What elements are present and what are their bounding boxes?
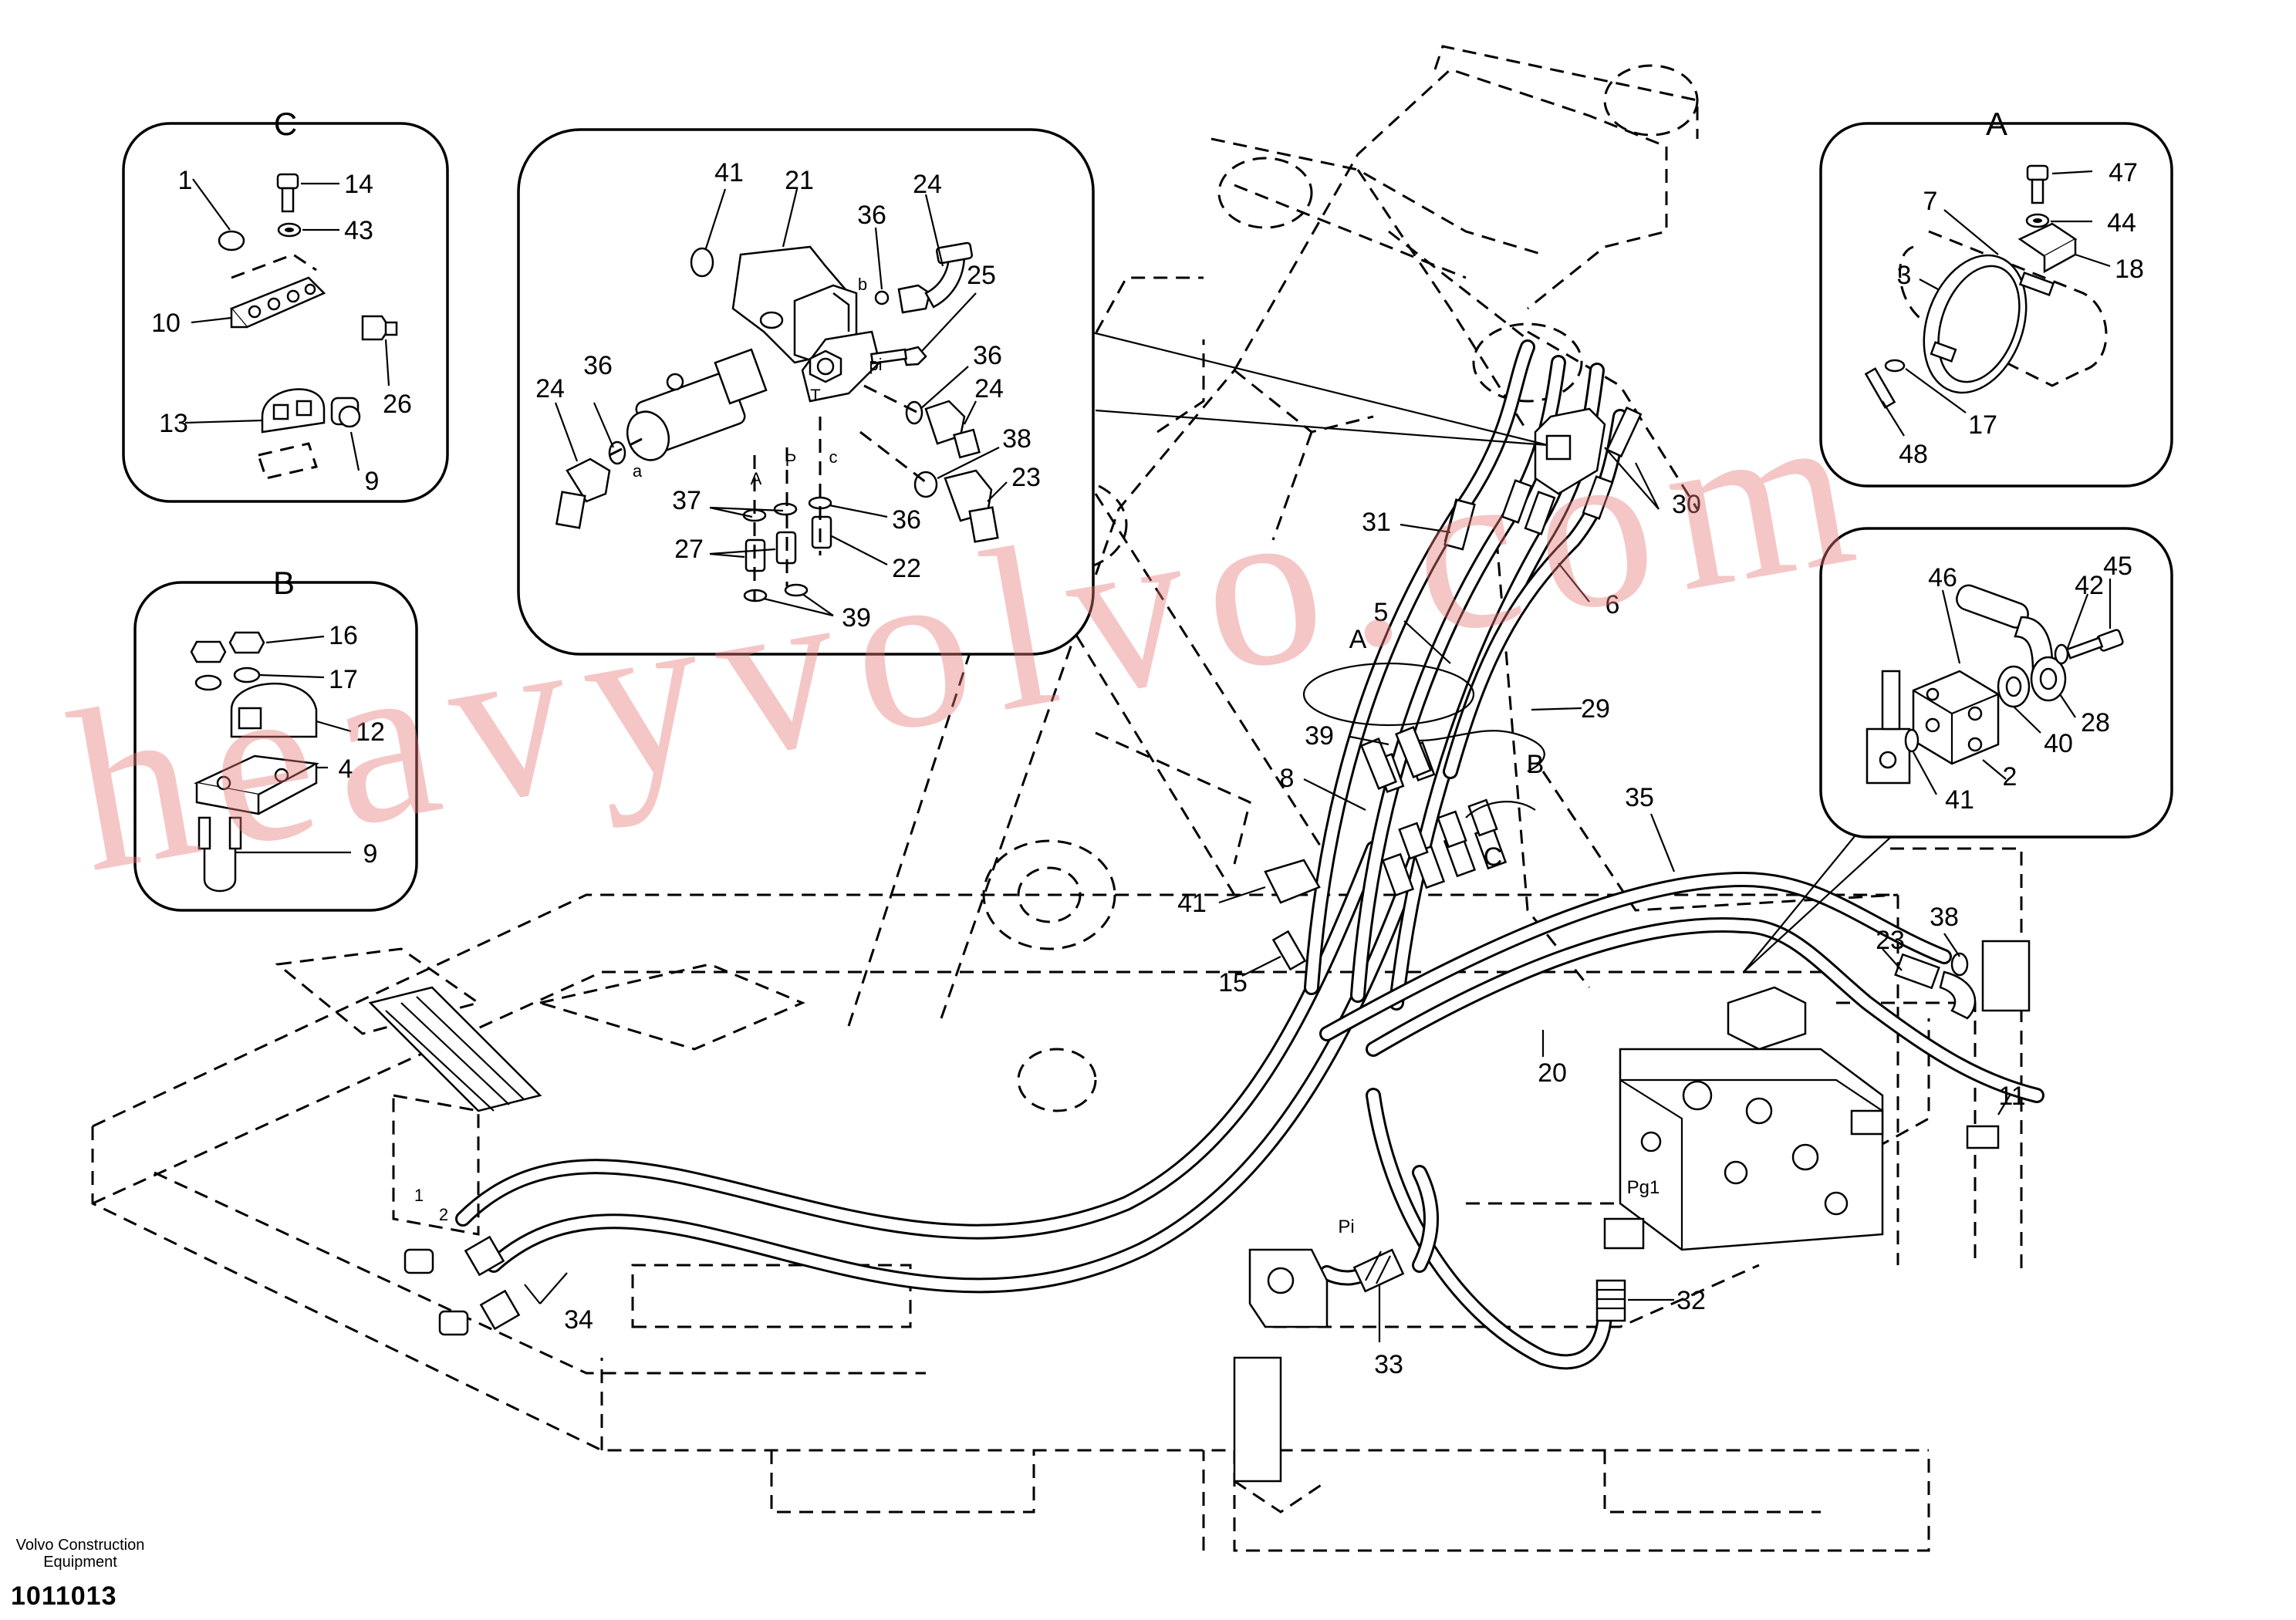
callout-10: 10 [151, 309, 181, 338]
callout-25: 25 [967, 261, 996, 290]
callout-1: 1 [178, 166, 193, 195]
callout-9-b: 9 [363, 839, 378, 869]
callout-46: 46 [1928, 563, 1957, 592]
main-callouts: 30 31 5 6 A 29 39 B 8 35 C 41 15 23 38 2… [414, 447, 2026, 1379]
detail-box-b: B 16 17 12 4 9 [133, 565, 418, 912]
port-pi: pi [869, 355, 882, 374]
callout-11: 11 [1998, 1082, 2025, 1111]
main-section-b: B [1527, 750, 1545, 779]
callout-42: 42 [2075, 571, 2104, 600]
callout-33: 33 [1374, 1350, 1403, 1379]
callout-34: 34 [564, 1305, 593, 1335]
callout-2: 2 [2003, 762, 2017, 791]
footer: Volvo Construction Equipment 1011013 [11, 1537, 150, 1612]
pedal-port-2: 2 [439, 1205, 448, 1224]
port-pi-main: Pi [1338, 1217, 1354, 1237]
callout-17-a: 17 [1968, 410, 1997, 440]
callout-36-bottom: 36 [892, 505, 921, 535]
callout-4: 4 [339, 754, 353, 784]
callout-7: 7 [1923, 187, 1938, 216]
hose-routing [455, 339, 2044, 1370]
callout-14: 14 [344, 170, 373, 199]
callout-36-right: 36 [973, 341, 1002, 370]
detail-box-a: A 47 7 44 3 18 17 48 [1819, 106, 2173, 488]
detail-box-valve: b pi T a A P c 41 21 36 24 25 36 24 24 3… [517, 128, 1095, 656]
detail-markers [1302, 662, 1545, 818]
callout-24-left: 24 [535, 374, 565, 403]
callout-24-right: 24 [974, 374, 1004, 403]
callout-28: 28 [2081, 708, 2110, 737]
port-c: c [829, 447, 838, 467]
callout-35: 35 [1625, 783, 1654, 812]
callout-29: 29 [1581, 694, 1610, 724]
callout-8: 8 [1280, 764, 1295, 793]
callout-41-valve: 41 [714, 158, 744, 187]
main-section-a: A [1349, 625, 1367, 654]
callout-47: 47 [2109, 158, 2138, 187]
callout-36-top: 36 [857, 201, 886, 230]
callout-22: 22 [892, 554, 921, 583]
callout-39-valve: 39 [842, 603, 871, 633]
section-label-b: B [273, 565, 295, 601]
callout-12: 12 [356, 717, 385, 747]
callout-18: 18 [2115, 255, 2144, 284]
port-t: T [810, 386, 820, 405]
callout-40: 40 [2044, 729, 2073, 758]
control-valve [1603, 1048, 1884, 1251]
pedal-port-1: 1 [414, 1186, 424, 1205]
callout-15: 15 [1218, 968, 1248, 997]
callout-41-junction: 41 [1945, 785, 1974, 815]
main-hardware [368, 406, 2031, 1514]
callout-38-main: 38 [1930, 903, 1959, 932]
callout-21: 21 [785, 166, 814, 195]
callout-17-b: 17 [329, 665, 358, 694]
callout-5: 5 [1374, 598, 1389, 627]
callout-45: 45 [2103, 552, 2132, 581]
callout-41-main: 41 [1177, 889, 1207, 918]
section-label-a: A [1986, 106, 2007, 142]
callout-32: 32 [1676, 1286, 1706, 1315]
coupling-33 [1233, 1248, 1405, 1514]
callout-16: 16 [329, 621, 358, 650]
callout-39-main: 39 [1305, 721, 1334, 751]
callout-43: 43 [344, 216, 373, 245]
detail-box-c: C 1 14 43 [122, 106, 449, 503]
callout-24-top: 24 [913, 170, 942, 199]
port-pg1: Pg1 [1627, 1177, 1660, 1198]
callout-37: 37 [672, 486, 701, 515]
callout-9: 9 [365, 467, 380, 496]
coupling-32 [1595, 1279, 1626, 1322]
port-p: P [785, 451, 797, 470]
callout-23-valve: 23 [1011, 463, 1041, 492]
callout-44: 44 [2107, 208, 2136, 238]
callout-48: 48 [1899, 440, 1928, 469]
main-section-c: C [1484, 842, 1503, 872]
callout-26: 26 [383, 390, 412, 419]
callout-30: 30 [1672, 490, 1701, 519]
callout-36-left: 36 [583, 351, 613, 380]
valve-pointer [1089, 330, 1548, 447]
port-a-upper: A [751, 469, 762, 488]
document-number: 1011013 [11, 1581, 117, 1611]
callout-38-valve: 38 [1002, 424, 1032, 454]
section-label-c: C [274, 106, 297, 142]
detail-box-junction: 46 42 45 28 40 2 41 [1819, 527, 2173, 839]
pedal-assembly [368, 986, 542, 1336]
detail-pointer [1743, 802, 1930, 973]
callout-13: 13 [159, 409, 188, 438]
port-a-lower: a [633, 461, 643, 481]
callout-20: 20 [1538, 1058, 1567, 1088]
callout-27: 27 [674, 535, 704, 564]
brand-name: Volvo Construction Equipment [15, 1537, 145, 1571]
callout-23-main: 23 [1876, 926, 1905, 955]
callout-6: 6 [1606, 590, 1620, 619]
port-b: b [858, 275, 867, 294]
callout-31: 31 [1362, 508, 1391, 537]
callout-3: 3 [1897, 261, 1912, 290]
